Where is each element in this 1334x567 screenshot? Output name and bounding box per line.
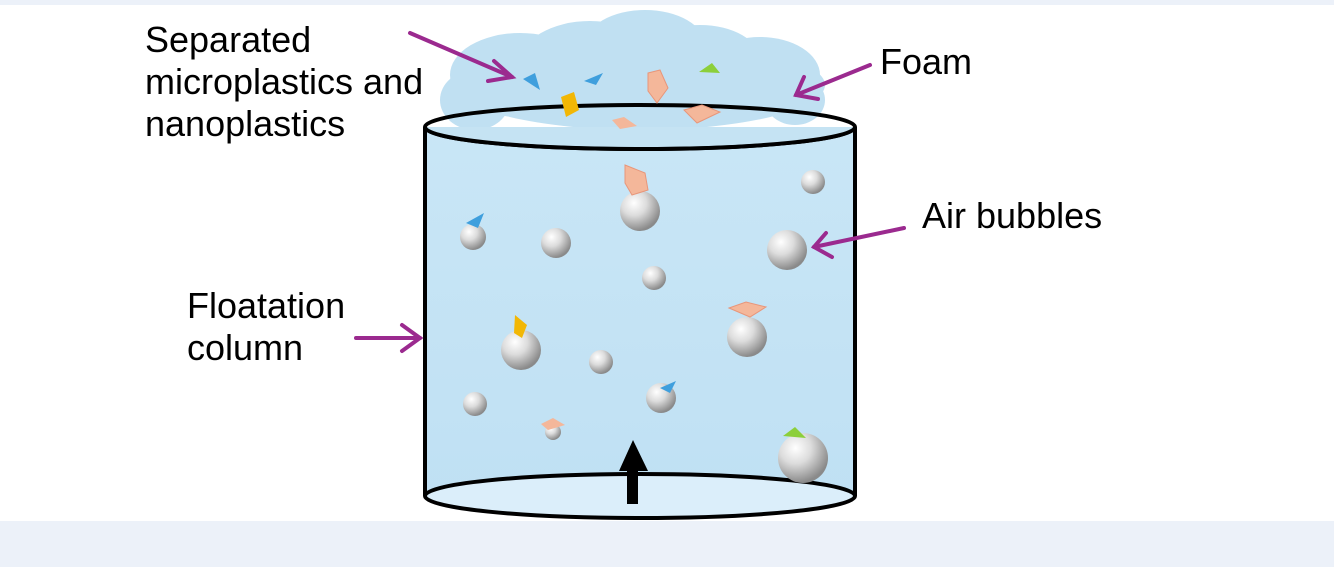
diagram-canvas: Separated microplastics and nanoplastics… — [0, 5, 1334, 521]
foam-particles — [523, 63, 722, 129]
air-bubble-icon — [642, 266, 666, 290]
floatation-diagram — [354, 10, 906, 520]
air-bubble-icon — [460, 224, 486, 250]
foam-label-text: Foam — [880, 41, 973, 82]
plastic-particle-icon — [541, 418, 565, 430]
callout-arrows — [354, 31, 906, 353]
air-bubble-icon — [778, 433, 828, 483]
plastic-particle-icon — [699, 63, 720, 73]
column-bottom — [423, 472, 857, 520]
plastic-particle-icon — [584, 73, 603, 85]
floatation-column-body — [425, 127, 855, 518]
air-bubble-icon — [463, 392, 487, 416]
air-bubbles-label-text: Air bubbles — [922, 195, 1103, 236]
air-bubble-icon — [589, 350, 613, 374]
air-bubble-icon — [620, 191, 660, 231]
up-arrow-icon — [619, 440, 648, 504]
plastic-particle-icon — [727, 301, 768, 318]
plastic-particle-icon — [523, 73, 540, 90]
separated-label-line-1: Separated — [145, 19, 312, 60]
air-bubble-icon — [727, 317, 767, 357]
separated-label-line-2: microplastics and — [145, 61, 424, 102]
floatation-column-label: Floatation column — [187, 285, 345, 369]
air-bubbles — [460, 170, 828, 483]
air-bubble-icon — [541, 228, 571, 258]
column-label-line-1: Floatation — [187, 285, 346, 326]
air-bubbles-label: Air bubbles — [922, 195, 1102, 237]
plastic-particle-icon — [612, 117, 637, 129]
plastic-particle-icon — [561, 92, 579, 117]
plastic-particle-icon — [660, 381, 676, 393]
plastic-particle-icon — [783, 427, 806, 438]
plastic-particle-icon — [647, 69, 669, 104]
column-label-line-2: column — [187, 327, 304, 368]
foam-label: Foam — [880, 41, 972, 83]
plastic-particle-icon — [683, 104, 722, 124]
separated-particles-label: Separated microplastics and nanoplastics — [145, 19, 423, 145]
plastic-particle-icon — [624, 164, 649, 196]
plastic-particle-icon — [466, 213, 484, 228]
air-bubble-icon — [501, 330, 541, 370]
column-particles — [466, 164, 806, 438]
air-bubble-icon — [801, 170, 825, 194]
separated-label-line-3: nanoplastics — [145, 103, 346, 144]
plastic-particle-icon — [514, 315, 527, 338]
air-bubble-icon — [767, 230, 807, 270]
